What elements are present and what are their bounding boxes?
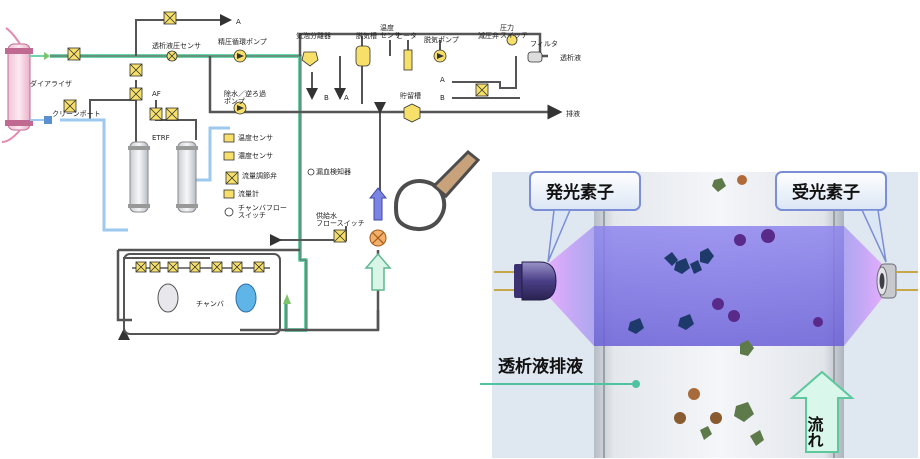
conc-sensor-label: 濃度センサ	[238, 151, 273, 160]
af-label: AF	[152, 90, 161, 98]
degas-tank-label: 脱気槽	[356, 31, 377, 40]
emitter-cone	[548, 226, 594, 346]
chamber-1	[157, 283, 179, 313]
flow-up-arrow-blue	[368, 187, 388, 221]
dialysate-label: 透析液	[560, 53, 581, 62]
valve	[253, 261, 265, 273]
valve	[165, 107, 179, 121]
chamber-2	[235, 283, 257, 313]
chamber-flow-switch-label: チャンバフロースイッチ	[238, 204, 287, 220]
valve	[63, 99, 77, 113]
drain-label: 排液	[566, 109, 580, 118]
hydraulic-schematic: ダイアライザ	[1, 11, 581, 340]
flow-label: 流れ	[805, 415, 824, 448]
bubble-separator-label: 気泡分離器	[296, 31, 331, 40]
drain-line	[208, 56, 563, 120]
chamber-loop	[123, 253, 281, 335]
degas-pump-label: 脱気ポンプ	[424, 35, 459, 44]
pressure-switch-label: 圧力スイッチ	[500, 23, 528, 40]
valve	[67, 47, 81, 61]
valve	[163, 11, 177, 25]
storage-tank	[403, 103, 421, 123]
degas-tank	[355, 45, 371, 67]
top-line	[298, 32, 548, 58]
receiver-cone	[844, 226, 884, 346]
valve	[333, 229, 347, 243]
magnifier-icon	[393, 149, 481, 231]
temp-sensor-label: 温度センサ	[380, 23, 401, 40]
valve	[149, 107, 163, 121]
sensor-column	[223, 133, 235, 217]
valve	[189, 261, 201, 273]
bubble-separator	[301, 51, 319, 67]
emitter-label: 発光素子	[545, 182, 614, 203]
valve	[129, 63, 143, 77]
dialyzer	[1, 27, 52, 143]
line-to-a	[135, 14, 232, 56]
clean-port-label: クリーンポート	[52, 110, 101, 118]
chamber-label: チャンバ	[196, 300, 224, 308]
filter-label: フィルタ	[530, 39, 558, 48]
valve	[211, 261, 223, 273]
junction-b-label: B	[324, 94, 329, 102]
pressure-sensor-label: 透析液圧センサ	[152, 41, 201, 50]
valve	[167, 261, 179, 273]
dialyzer-label: ダイアライザ	[30, 79, 72, 88]
pressure-reducing-valve-label: 減圧弁	[478, 31, 499, 40]
junction-b2-label: B	[440, 94, 445, 102]
heater	[403, 49, 413, 71]
valve	[149, 261, 161, 273]
supply-flow-switch-label: 供給水フロースイッチ	[316, 211, 365, 228]
emitter-led-icon	[494, 261, 557, 301]
flow-arrow	[789, 370, 855, 453]
secondary-pump-label: 精圧循環ポンプ	[218, 37, 267, 46]
pumps	[166, 34, 518, 115]
valve	[129, 87, 143, 101]
emitter-label-box	[529, 171, 641, 211]
junction-a2-label: A	[344, 94, 349, 102]
etrf-filters	[128, 141, 198, 213]
junction-a3-label: A	[440, 76, 445, 84]
valve	[231, 261, 243, 273]
junction-a-label: A	[236, 18, 241, 26]
drain-pump-label: 除水／逆ろ過ポンプ	[224, 89, 266, 106]
valve	[475, 83, 489, 97]
receiver-label: 受光素子	[792, 182, 860, 203]
heater-label: ヒータ	[396, 31, 417, 40]
flow-adjust-valve-label: 流量調節弁	[242, 171, 277, 180]
effluent-label: 透析液排液	[498, 356, 583, 377]
storage-tank-label: 貯留槽	[400, 91, 421, 100]
etrf-label: ETRF	[152, 134, 170, 142]
filter	[527, 51, 543, 63]
receiver-sensor-icon	[876, 263, 918, 299]
detector-detail: 流れ 透析液排液 発光素子 受光素子	[480, 171, 918, 458]
particles	[628, 175, 823, 446]
temp-sensor2-label: 温度センサ	[238, 133, 273, 142]
valve	[135, 261, 147, 273]
flowmeter-label: 流量計	[238, 189, 259, 198]
valve	[225, 171, 239, 185]
receiver-label-box	[775, 171, 887, 211]
blood-leak-detector-label: 漏血検知器	[316, 167, 351, 176]
flow-up-arrow-green	[364, 252, 392, 291]
valves	[63, 11, 489, 273]
